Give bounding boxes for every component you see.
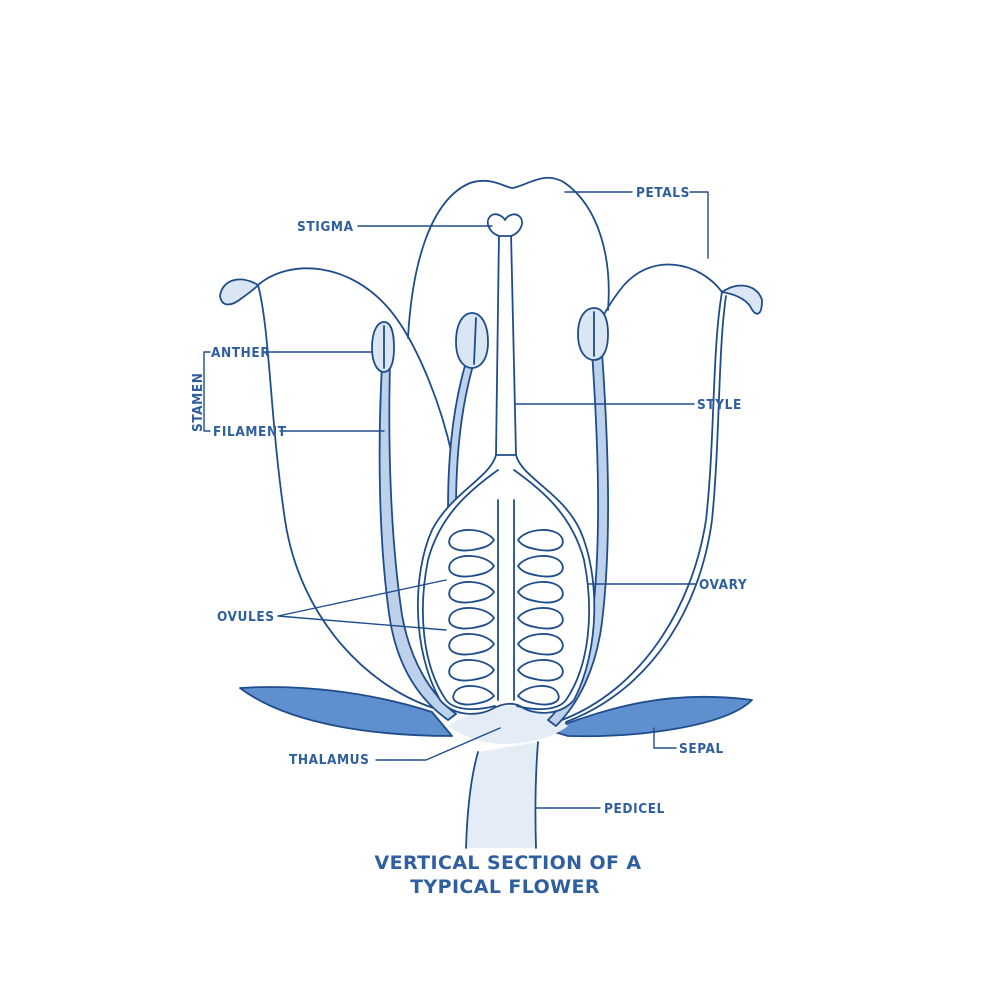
leader-stamen-bracket bbox=[203, 351, 211, 432]
leader-petals bbox=[564, 191, 709, 259]
label-sepal: SEPAL bbox=[679, 741, 724, 757]
style bbox=[495, 232, 517, 456]
petal-right-tip bbox=[721, 284, 763, 315]
label-ovary: OVARY bbox=[699, 577, 747, 593]
label-pedicel: PEDICEL bbox=[604, 801, 665, 817]
leader-ovules bbox=[277, 579, 447, 631]
ovules-right bbox=[517, 529, 564, 706]
petal-right-inner bbox=[565, 295, 727, 723]
sepal-left bbox=[239, 686, 453, 737]
label-filament: FILAMENT bbox=[213, 424, 287, 440]
title-line-1: VERTICAL SECTION OF A bbox=[374, 852, 641, 874]
filament-left bbox=[378, 364, 457, 721]
leader-sepal bbox=[653, 727, 677, 749]
label-stamen: STAMEN bbox=[190, 372, 206, 432]
label-stigma: STIGMA bbox=[297, 219, 354, 235]
pedicel-outline-left bbox=[465, 751, 479, 849]
petal-right bbox=[561, 263, 723, 721]
pedicel bbox=[466, 742, 538, 848]
stigma bbox=[486, 213, 523, 237]
thalamus bbox=[448, 706, 568, 744]
ovary-inner bbox=[422, 469, 499, 710]
title-line-2: TYPICAL FLOWER bbox=[410, 876, 600, 898]
anther-mid bbox=[455, 312, 489, 369]
ovary-inner-right bbox=[513, 469, 590, 710]
sepal-right bbox=[547, 695, 753, 738]
label-ovules: OVULES bbox=[217, 609, 275, 625]
anther-right bbox=[577, 307, 609, 361]
leader-thalamus bbox=[375, 727, 501, 761]
label-style: STYLE bbox=[697, 397, 742, 413]
anther-left bbox=[371, 321, 395, 373]
ovules-left bbox=[448, 529, 495, 706]
petal-center bbox=[407, 176, 610, 339]
placenta bbox=[497, 499, 515, 701]
leader-lines bbox=[203, 191, 709, 809]
label-petals: PETALS bbox=[636, 185, 690, 201]
petal-left-tip bbox=[219, 278, 259, 306]
ovary bbox=[417, 454, 596, 715]
petal-left bbox=[257, 267, 453, 711]
pedicel-outline-right bbox=[534, 741, 539, 849]
label-anther: ANTHER bbox=[211, 345, 270, 361]
label-thalamus: THALAMUS bbox=[289, 752, 370, 768]
